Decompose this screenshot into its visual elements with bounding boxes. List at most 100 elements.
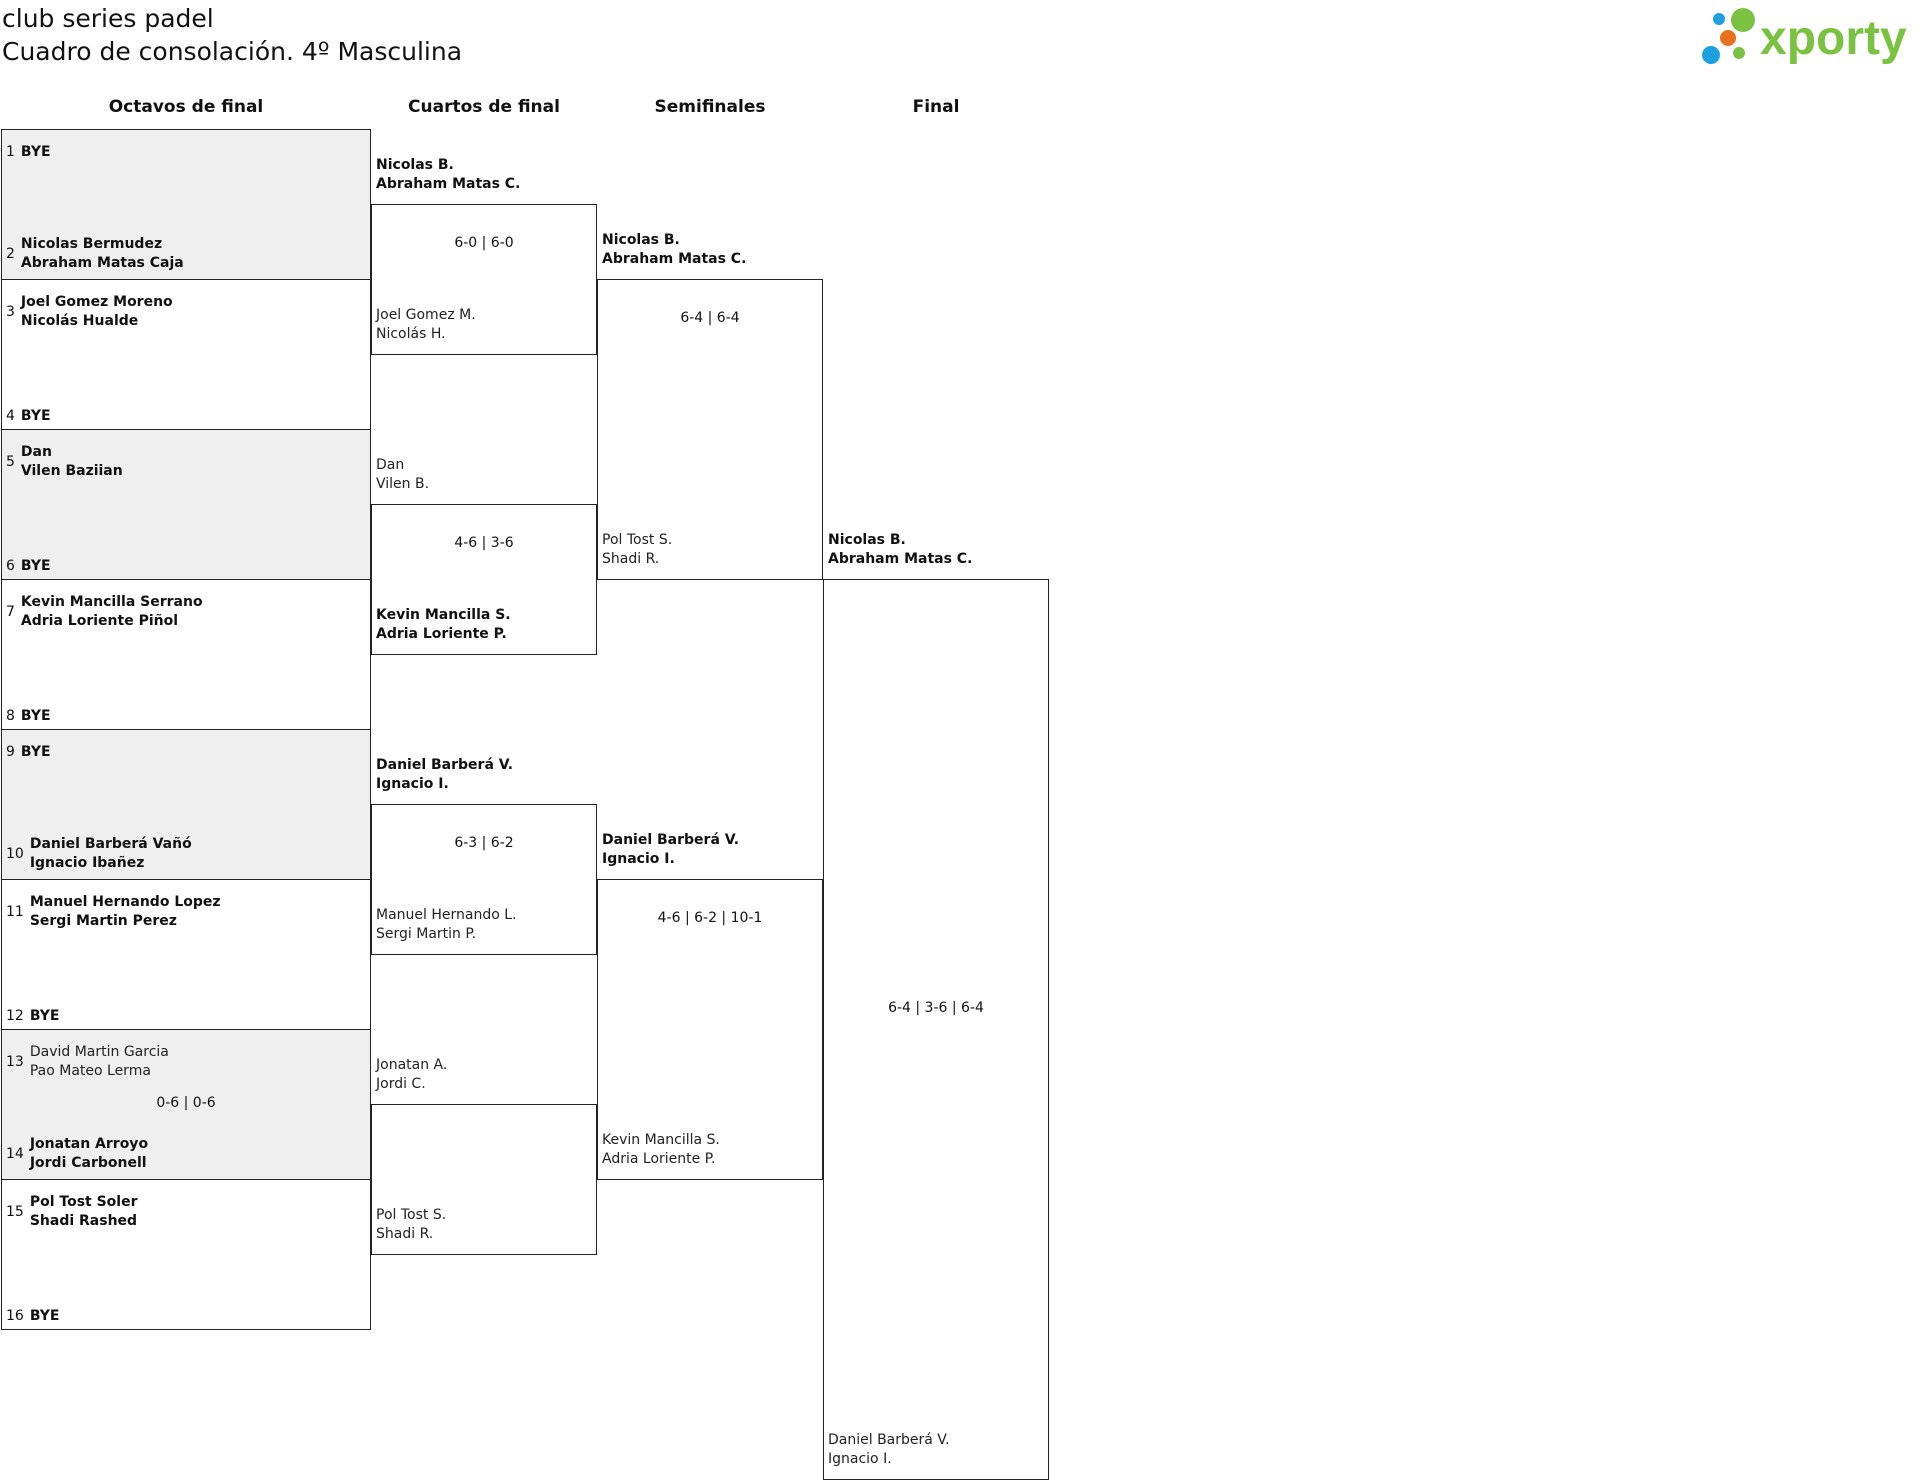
player-name: Kevin Mancilla Serrano — [20, 594, 203, 610]
r16-match — [1, 1029, 371, 1180]
player-name: Abraham Matas Caja — [20, 255, 184, 271]
seed-number: 9 — [6, 744, 15, 760]
seed-number: 1 — [6, 144, 15, 160]
player-name: Abraham Matas C. — [602, 251, 747, 267]
club-name: club series padel — [2, 4, 214, 33]
player-name: Jordi Carbonell — [29, 1155, 147, 1171]
team-names: BYE — [21, 707, 51, 726]
logo-wordmark: xporty — [1760, 12, 1907, 65]
final-score: 6-4 | 3-6 | 6-4 — [888, 1000, 984, 1016]
seed-number: 2 — [6, 245, 15, 262]
qf-team: Jonatan A.Jordi C. — [376, 1056, 447, 1094]
seed-number: 8 — [6, 708, 15, 724]
qf-match — [371, 204, 597, 355]
player-name: Daniel Barberá V. — [828, 1432, 950, 1448]
player-name: BYE — [20, 708, 51, 724]
page-title: Cuadro de consolación. 4º Masculina — [2, 37, 463, 66]
player-name: Sergi Martin Perez — [29, 913, 177, 929]
player-name: Sergi Martin P. — [376, 926, 477, 942]
qf-team: Joel Gomez M.Nicolás H. — [376, 306, 476, 344]
seed-number: 14 — [6, 1145, 24, 1162]
player-name: Dan — [20, 444, 52, 460]
player-name: BYE — [20, 558, 51, 574]
player-name: David Martin Garcia — [29, 1044, 169, 1060]
player-name: Shadi R. — [376, 1226, 434, 1242]
player-name: Daniel Barberá V. — [376, 757, 514, 773]
player-name: BYE — [29, 1308, 60, 1324]
sf-team: Nicolas B. Abraham Matas C. — [602, 231, 746, 269]
player-name: Nicolás Hualde — [20, 313, 139, 329]
player-name: Jordi C. — [376, 1076, 426, 1092]
team-names: BYE — [30, 1007, 60, 1026]
team-names: BYE — [21, 407, 51, 426]
player-name: Nicolas B. — [828, 532, 906, 548]
match-score: 4-6 | 3-6 — [454, 535, 514, 551]
player-name: Nicolas Bermudez — [20, 236, 163, 252]
player-name: Vilen Baziian — [20, 463, 123, 479]
player-name: Abraham Matas C. — [828, 551, 973, 567]
seed-number: 5 — [6, 453, 15, 470]
player-name: Nicolas B. — [376, 157, 454, 173]
seed-number: 3 — [6, 303, 15, 320]
player-name: Dan — [376, 457, 405, 473]
qf-team: Daniel Barberá V. Ignacio I. — [376, 756, 513, 794]
round-header: Octavos de final — [108, 97, 264, 117]
player-name: Pol Tost S. — [602, 532, 673, 548]
player-name: Manuel Hernando Lopez — [29, 894, 221, 910]
player-name: BYE — [29, 1008, 60, 1024]
seed-number: 7 — [6, 603, 15, 620]
qf-match — [371, 504, 597, 655]
seed-number: 12 — [6, 1008, 24, 1024]
logo-dot-green-small — [1733, 47, 1745, 59]
match-score: 6-3 | 6-2 — [454, 835, 514, 851]
qf-team: Nicolas B.Abraham Matas C. — [376, 156, 520, 194]
r16-match — [1, 129, 371, 280]
player-name: Jonatan Arroyo — [29, 1136, 149, 1152]
seed-number: 10 — [6, 845, 24, 862]
r16-match — [1, 729, 371, 880]
seed-number: 15 — [6, 1203, 24, 1220]
seed-number: 13 — [6, 1053, 24, 1070]
player-name: Pao Mateo Lerma — [29, 1063, 151, 1079]
r16-entry: 16 BYE — [6, 1307, 59, 1326]
r16-entry: 9 BYE — [6, 743, 51, 762]
team-names: BYE — [30, 1307, 60, 1326]
player-name: Adria Loriente P. — [602, 1151, 716, 1167]
player-name: Pol Tost Soler — [29, 1194, 138, 1210]
match-score: 4-6 | 6-2 | 10-1 — [657, 910, 763, 926]
team-names: BYE — [21, 743, 51, 762]
player-name: Ignacio I. — [602, 851, 675, 867]
player-name: Manuel Hernando L. — [376, 907, 517, 923]
player-name: BYE — [20, 408, 51, 424]
final-team: Nicolas B. Abraham Matas C. — [828, 531, 972, 569]
r16-match — [1, 429, 371, 580]
player-name: Nicolas B. — [602, 232, 680, 248]
player-name: Kevin Mancilla S. — [602, 1132, 720, 1148]
player-name: Shadi Rashed — [29, 1213, 138, 1229]
sf-team: Daniel Barberá V.Ignacio I. — [602, 831, 739, 869]
seed-number: 16 — [6, 1308, 24, 1324]
player-name: Ignacio I. — [376, 776, 449, 792]
qf-team: Kevin Mancilla S.Adria Loriente P. — [376, 606, 511, 644]
round-header: Semifinales — [654, 97, 766, 117]
sf-match — [597, 279, 823, 580]
player-name: Vilen B. — [376, 476, 430, 492]
player-name: Adria Loriente P. — [376, 626, 507, 642]
r16-entry: 12 BYE — [6, 1007, 59, 1026]
